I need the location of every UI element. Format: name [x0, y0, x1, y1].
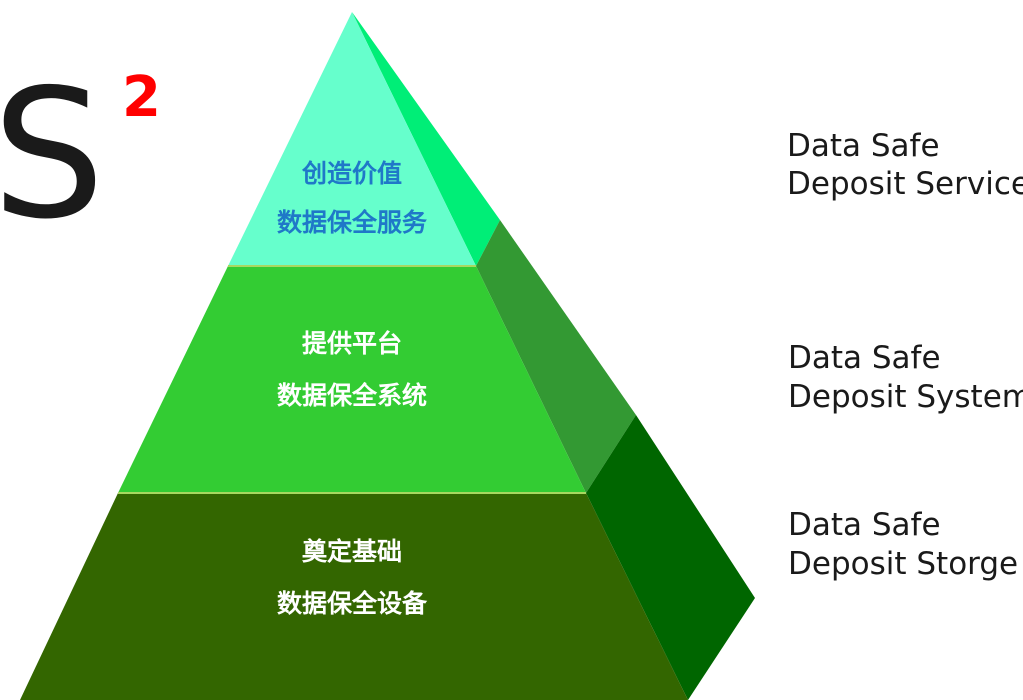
tier-middle-front-face [118, 266, 586, 493]
service-label-line2: Deposit Service [787, 166, 1023, 202]
service-label-line1: Data Safe [787, 128, 940, 164]
tier-top-line2: 数据保全服务 [277, 208, 427, 237]
tier-top-side-face [352, 12, 500, 266]
logo-superscript: 2 [122, 65, 161, 130]
storage-label-line1: Data Safe [788, 507, 941, 543]
tier-bottom-line2: 数据保全设备 [277, 589, 428, 618]
logo-letter: S [0, 51, 105, 258]
system-label-line2: Deposit System [788, 379, 1023, 415]
tier-top-front-face [228, 12, 476, 266]
tier-bottom-side-face [586, 415, 755, 700]
storage-label-line2: Deposit Storge [788, 546, 1018, 582]
tier-middle-line1: 提供平台 [302, 329, 402, 358]
tier-bottom-front-face [20, 493, 688, 700]
tier-bottom-line1: 奠定基础 [302, 537, 402, 566]
system-label-line1: Data Safe [788, 340, 941, 376]
tier-top-line1: 创造价值 [301, 159, 402, 188]
tier-middle-line2: 数据保全系统 [277, 381, 427, 410]
tier-middle-side-face [476, 220, 636, 493]
